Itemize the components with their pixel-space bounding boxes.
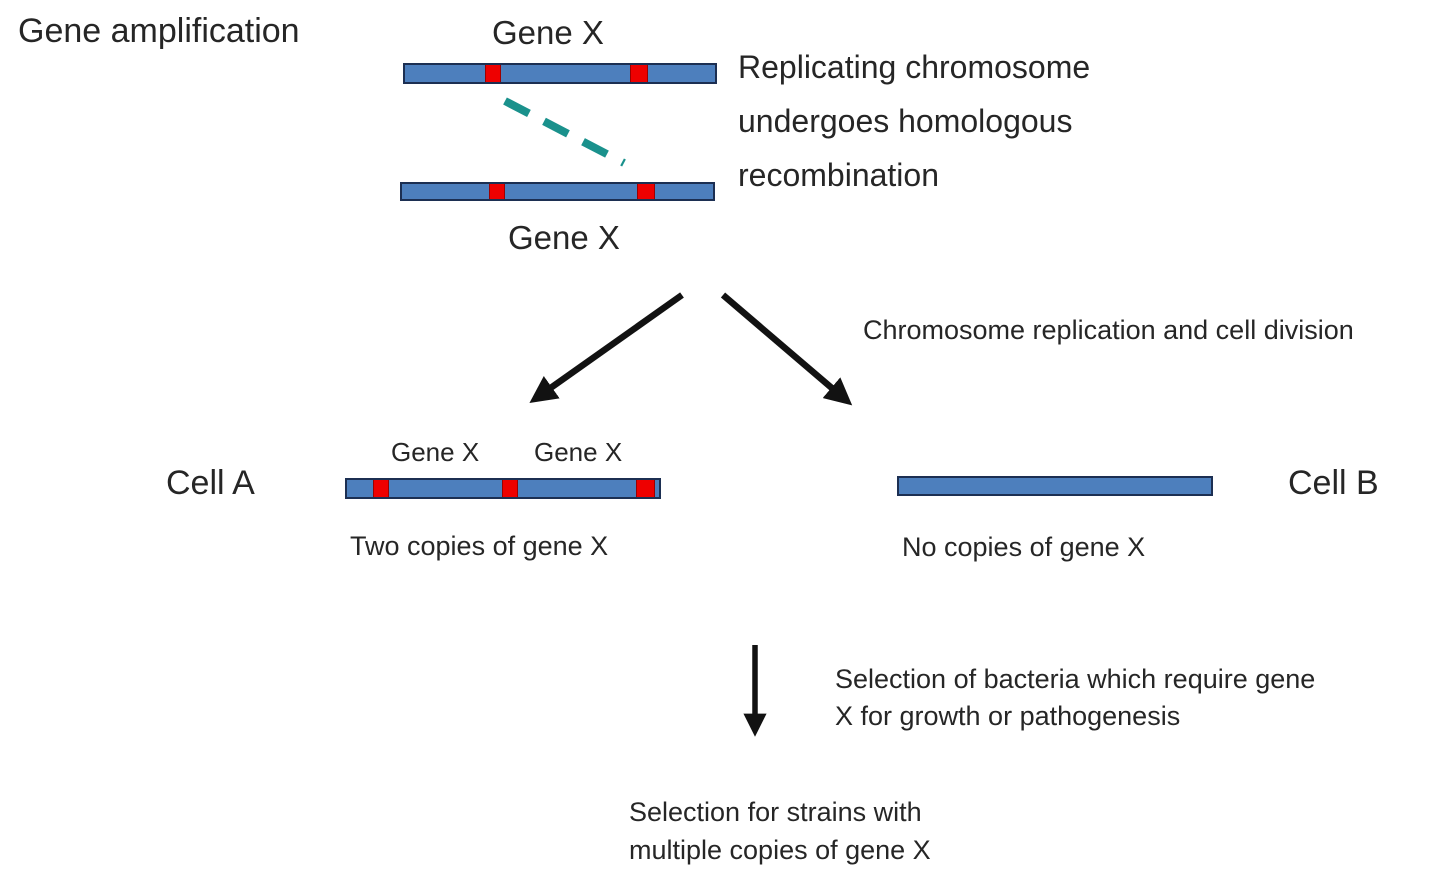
gene-x-marker — [485, 65, 501, 82]
gene-x-label-top: Gene X — [492, 14, 604, 51]
cell-division-label: Chromosome replication and cell division — [863, 315, 1354, 345]
selection-note: Selection of bacteria which require gene… — [835, 664, 1316, 731]
cell-a-label: Cell A — [166, 464, 255, 502]
arrow-to-cell-b — [720, 292, 853, 406]
gene-x-label-bottom: Gene X — [508, 219, 620, 256]
cell-a-caption: Two copies of gene X — [350, 531, 609, 561]
selection-result: Selection for strains with multiple copi… — [629, 797, 931, 865]
gene-x-marker — [489, 184, 505, 199]
gene-x-marker — [637, 184, 655, 199]
recombination-note: Replicating chromosome undergoes homolog… — [738, 49, 1091, 193]
chromosome-cell-a — [345, 478, 661, 499]
gene-x-marker — [636, 480, 655, 497]
recombination-crossover-dashed-line — [503, 97, 626, 167]
cell-a-gene-x-label-1: Gene X — [391, 437, 480, 467]
cell-b-caption: No copies of gene X — [902, 532, 1146, 562]
cell-a-gene-x-label-2: Gene X — [534, 437, 623, 467]
cell-b-label: Cell B — [1288, 464, 1379, 502]
chromosome-cell-b — [897, 476, 1213, 496]
gene-x-marker — [373, 480, 389, 497]
gene-x-marker — [630, 65, 648, 82]
chromosome-bottom — [400, 182, 715, 201]
gene-x-marker — [502, 480, 518, 497]
arrow-to-cell-a — [529, 292, 684, 403]
chromosome-top — [403, 63, 717, 84]
page-title: Gene amplification — [18, 12, 300, 50]
